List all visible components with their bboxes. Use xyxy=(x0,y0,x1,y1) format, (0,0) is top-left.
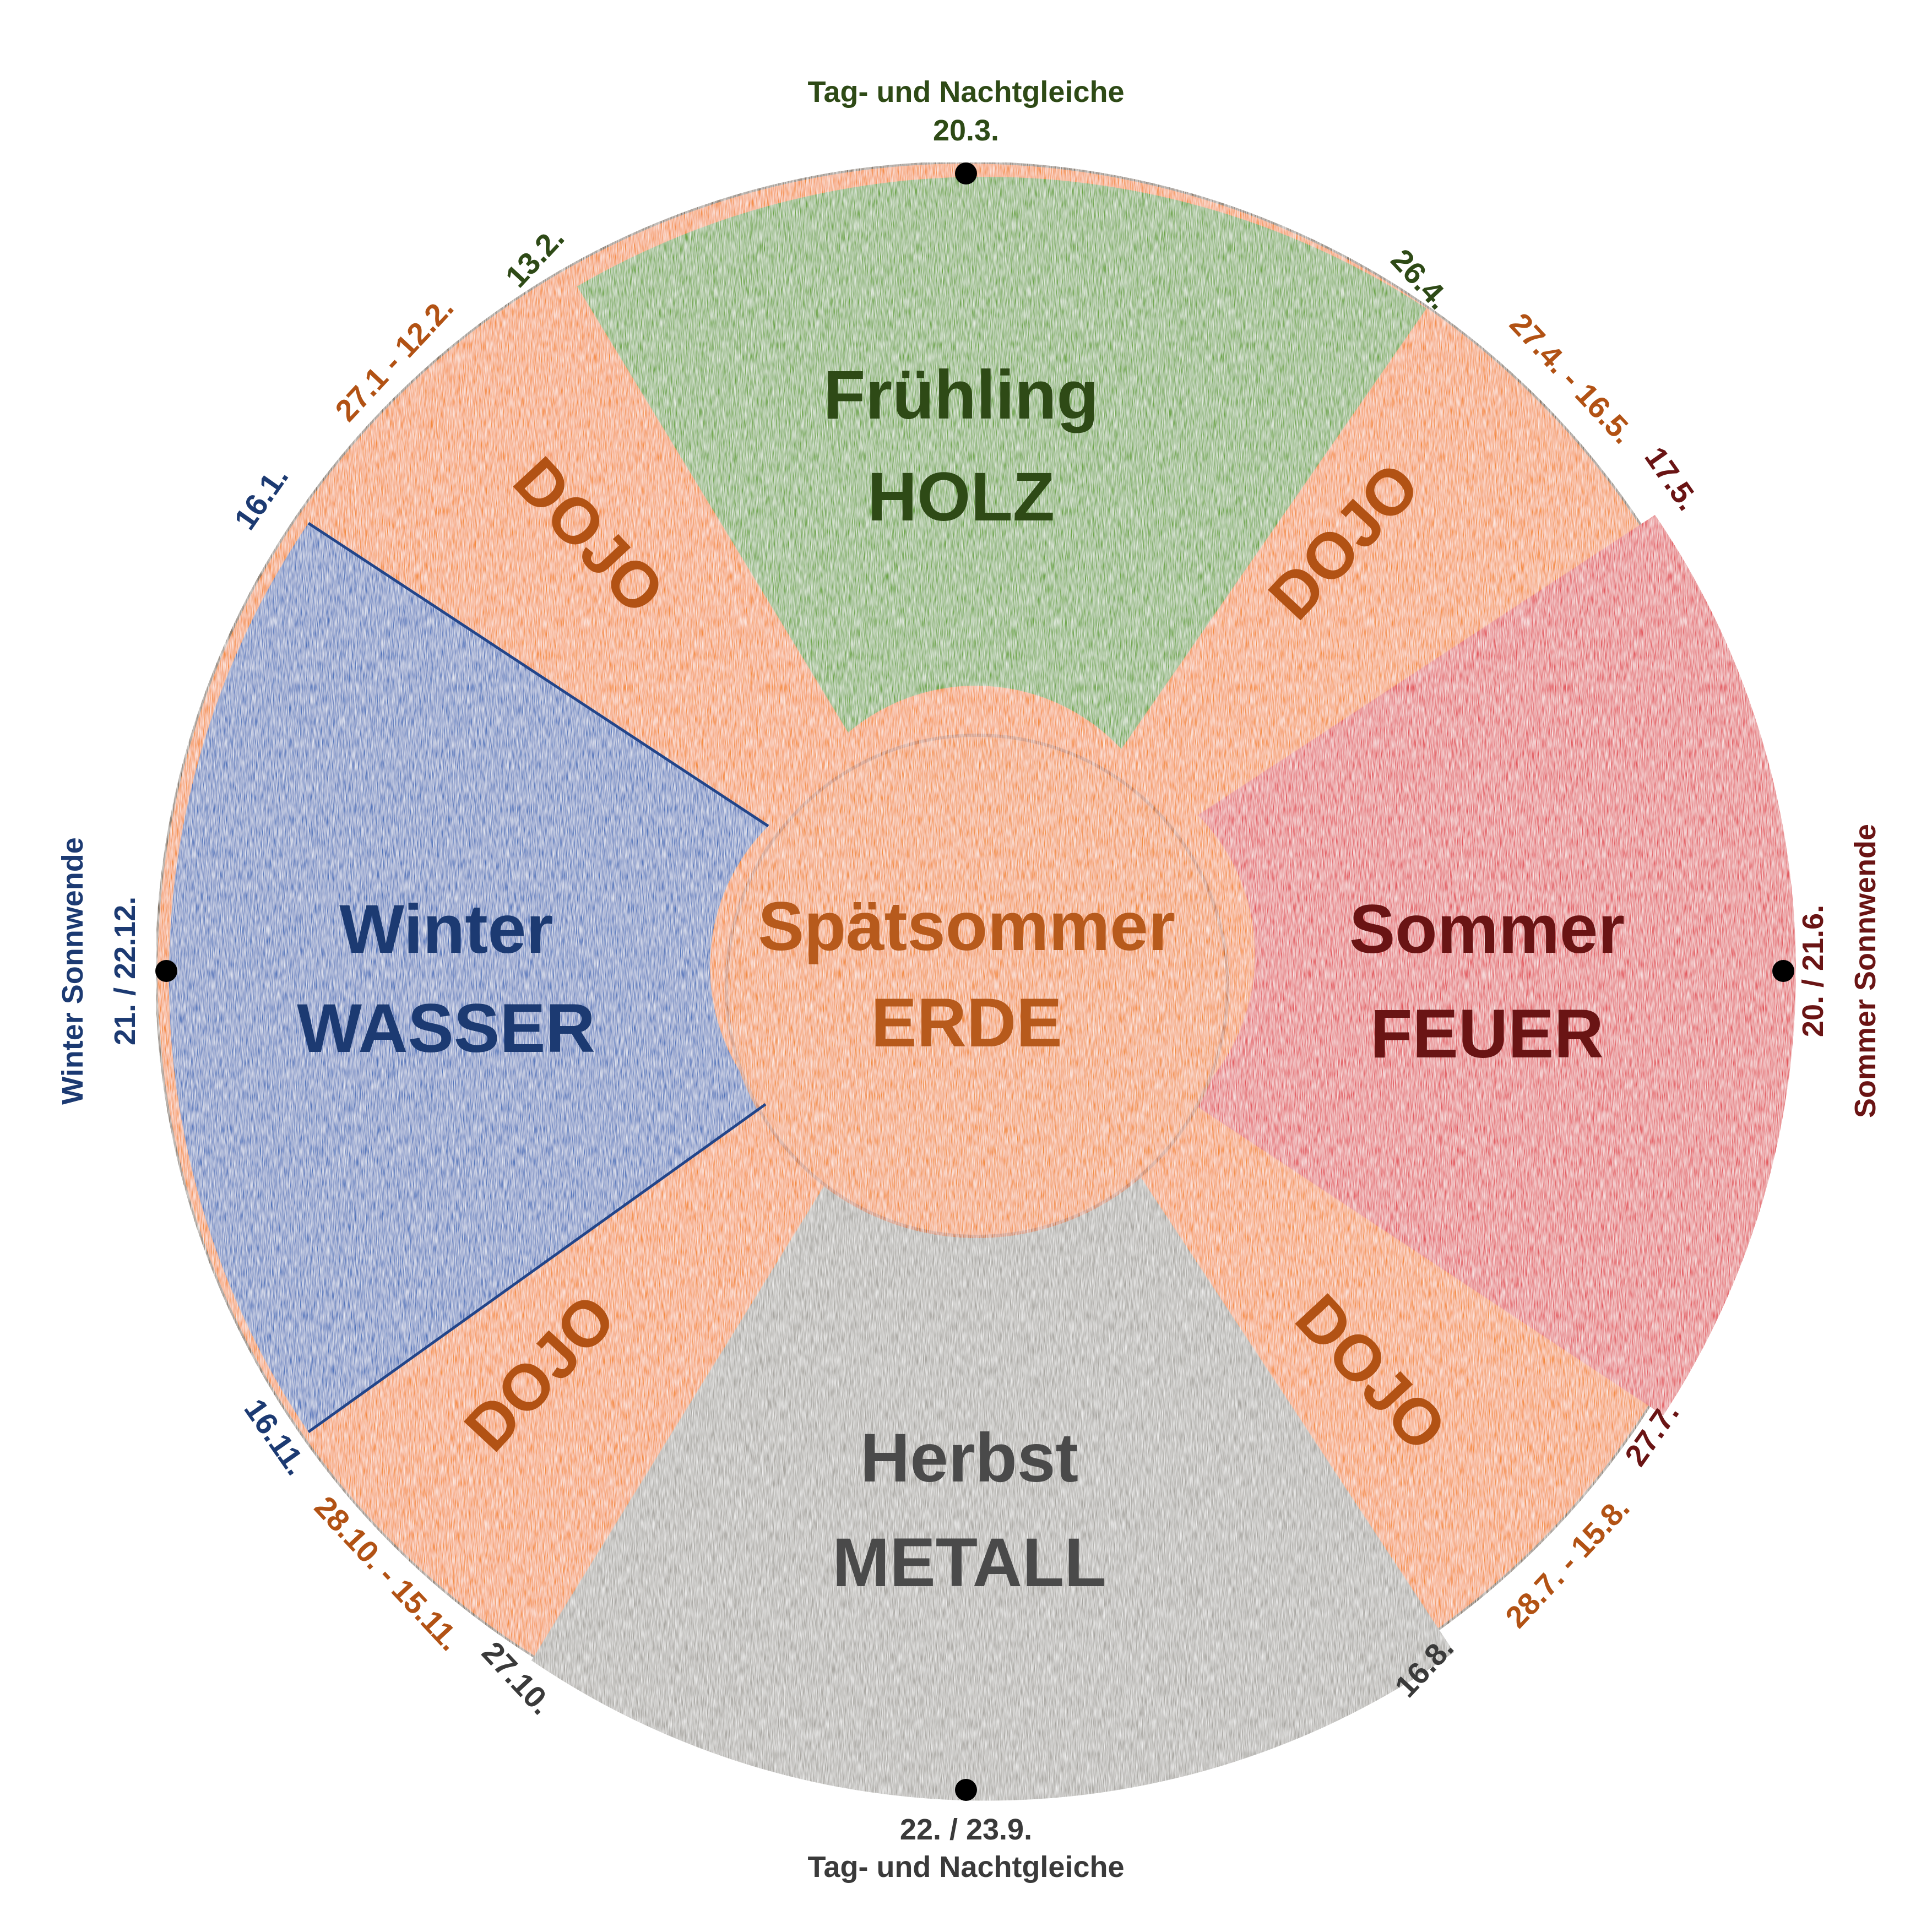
winter-element-label: WASSER xyxy=(297,990,595,1067)
right-solstice-label: Sommer Sonnwende xyxy=(1849,824,1882,1118)
summer-sector xyxy=(1190,515,1796,1415)
wheel-segments xyxy=(155,161,1796,1801)
left-solstice-label: Winter Sonnwende xyxy=(56,837,89,1105)
top-equinox-date: 20.3. xyxy=(933,114,999,147)
winter-sector xyxy=(169,523,768,1432)
top-equinox-label: Tag- und Nachtgleiche xyxy=(807,75,1124,108)
segment-labels: Frühling HOLZ Sommer FEUER Herbst METALL… xyxy=(297,357,1625,1601)
spring-element-label: HOLZ xyxy=(867,459,1055,535)
spring-season-label: Frühling xyxy=(823,357,1099,433)
summer-season-label: Sommer xyxy=(1349,891,1625,968)
left-solstice-date: 21. / 22.12. xyxy=(108,897,142,1045)
marker-dot-left xyxy=(155,960,177,982)
center-element-label: ERDE xyxy=(871,985,1062,1061)
wheel-outline xyxy=(307,522,769,1434)
center-circle xyxy=(725,734,1229,1238)
autumn-element-label: METALL xyxy=(832,1524,1106,1601)
autumn-season-label: Herbst xyxy=(860,1420,1078,1496)
summer-element-label: FEUER xyxy=(1370,996,1604,1072)
marker-dot-right xyxy=(1772,960,1794,982)
marker-dot-bottom xyxy=(955,1779,977,1801)
right-solstice-date: 20. / 21.6. xyxy=(1797,905,1830,1037)
cardinal-labels: Tag- und Nachtgleiche 20.3. 22. / 23.9. … xyxy=(56,75,1882,1884)
bottom-equinox-date: 22. / 23.9. xyxy=(900,1813,1032,1846)
winter-season-label: Winter xyxy=(339,891,553,968)
marker-dot-top xyxy=(955,162,977,184)
spring-sector xyxy=(577,177,1426,750)
cardinal-markers xyxy=(155,162,1794,1801)
autumn-sector xyxy=(531,1151,1454,1801)
center-season-label: Spätsommer xyxy=(758,888,1175,965)
date-17-5: 17.5. xyxy=(1638,441,1706,517)
bottom-equinox-label: Tag- und Nachtgleiche xyxy=(807,1850,1124,1884)
date-16-1: 16.1. xyxy=(227,460,295,536)
